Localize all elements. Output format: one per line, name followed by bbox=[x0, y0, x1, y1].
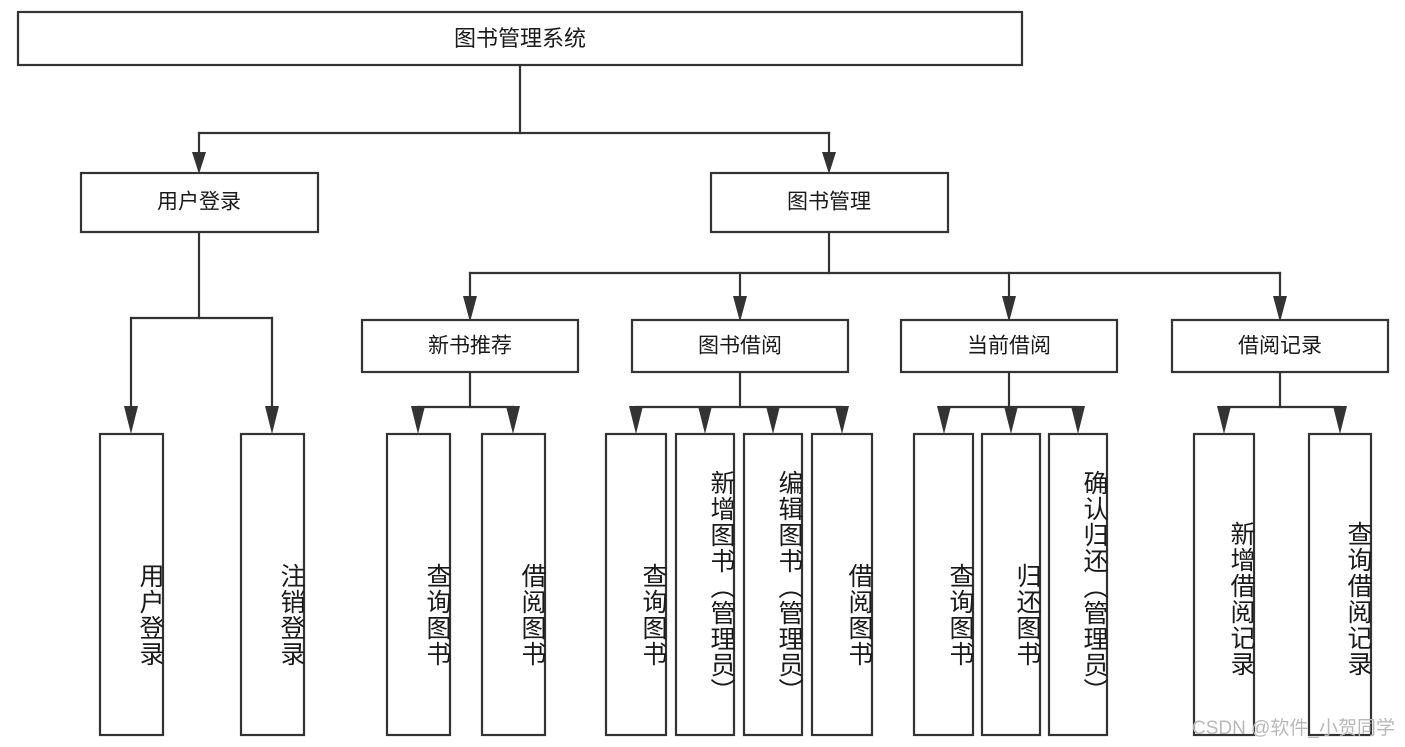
arrow-head-leaf-9 bbox=[937, 406, 951, 434]
arrow-head-leaf-13 bbox=[1333, 406, 1347, 434]
node-level3-1-label: 图书借阅 bbox=[698, 335, 782, 358]
node-leaf-2[interactable] bbox=[385, 432, 452, 737]
node-level3-3[interactable] bbox=[1170, 318, 1390, 374]
arrow-head-leaf-11 bbox=[1071, 406, 1085, 434]
node-leaf-10[interactable] bbox=[1047, 432, 1109, 737]
node-level2-1-label: 图书管理 bbox=[787, 191, 871, 214]
arrow-head-book-manage bbox=[822, 152, 836, 174]
arrow-head-leaf-7 bbox=[766, 406, 780, 434]
arrow-head-leaf-12 bbox=[1217, 406, 1231, 434]
node-leaf-1[interactable] bbox=[239, 432, 306, 737]
node-level2-0[interactable] bbox=[79, 171, 320, 234]
node-level2-0-label: 用户登录 bbox=[157, 191, 241, 214]
node-leaf-11[interactable] bbox=[1192, 432, 1256, 737]
node-root[interactable] bbox=[16, 10, 1024, 67]
arrow-head-leaf-6 bbox=[698, 406, 712, 434]
node-level2-1[interactable] bbox=[709, 171, 950, 234]
arrow-head-leaf-2 bbox=[265, 406, 279, 434]
node-leaf-3[interactable] bbox=[480, 432, 547, 737]
arrow-head-leaf-3 bbox=[411, 406, 425, 434]
arrow-head-leaf-10 bbox=[1004, 406, 1018, 434]
node-level3-2[interactable] bbox=[899, 318, 1119, 374]
arrow-head-borrow-record bbox=[1273, 296, 1287, 322]
node-level3-3-label: 借阅记录 bbox=[1238, 335, 1322, 358]
arrow-head-leaf-8 bbox=[835, 406, 849, 434]
node-leaf-4[interactable] bbox=[604, 432, 668, 737]
node-level3-1[interactable] bbox=[630, 318, 850, 374]
node-leaf-7[interactable] bbox=[810, 432, 874, 737]
node-leaf-6[interactable] bbox=[742, 432, 804, 737]
arrow-head-new-book-rec bbox=[463, 296, 477, 322]
node-leaf-12[interactable] bbox=[1307, 432, 1373, 737]
node-root-label: 图书管理系统 bbox=[454, 26, 586, 51]
arrow-head-leaf-1 bbox=[124, 406, 138, 434]
arrow-head-user-login bbox=[192, 152, 206, 174]
arrow-head-book-borrow bbox=[733, 296, 747, 322]
arrow-head-current-borrow bbox=[1002, 296, 1016, 322]
node-leaf-9[interactable] bbox=[980, 432, 1042, 737]
node-leaf-0[interactable] bbox=[98, 432, 165, 737]
node-level3-0-label: 新书推荐 bbox=[428, 335, 512, 358]
node-level3-0[interactable] bbox=[360, 318, 580, 374]
arrow-head-leaf-5 bbox=[629, 406, 643, 434]
node-leaf-8[interactable] bbox=[912, 432, 975, 737]
node-level3-2-label: 当前借阅 bbox=[967, 335, 1051, 358]
node-leaf-5[interactable] bbox=[674, 432, 736, 737]
arrow-head-leaf-4 bbox=[506, 406, 520, 434]
